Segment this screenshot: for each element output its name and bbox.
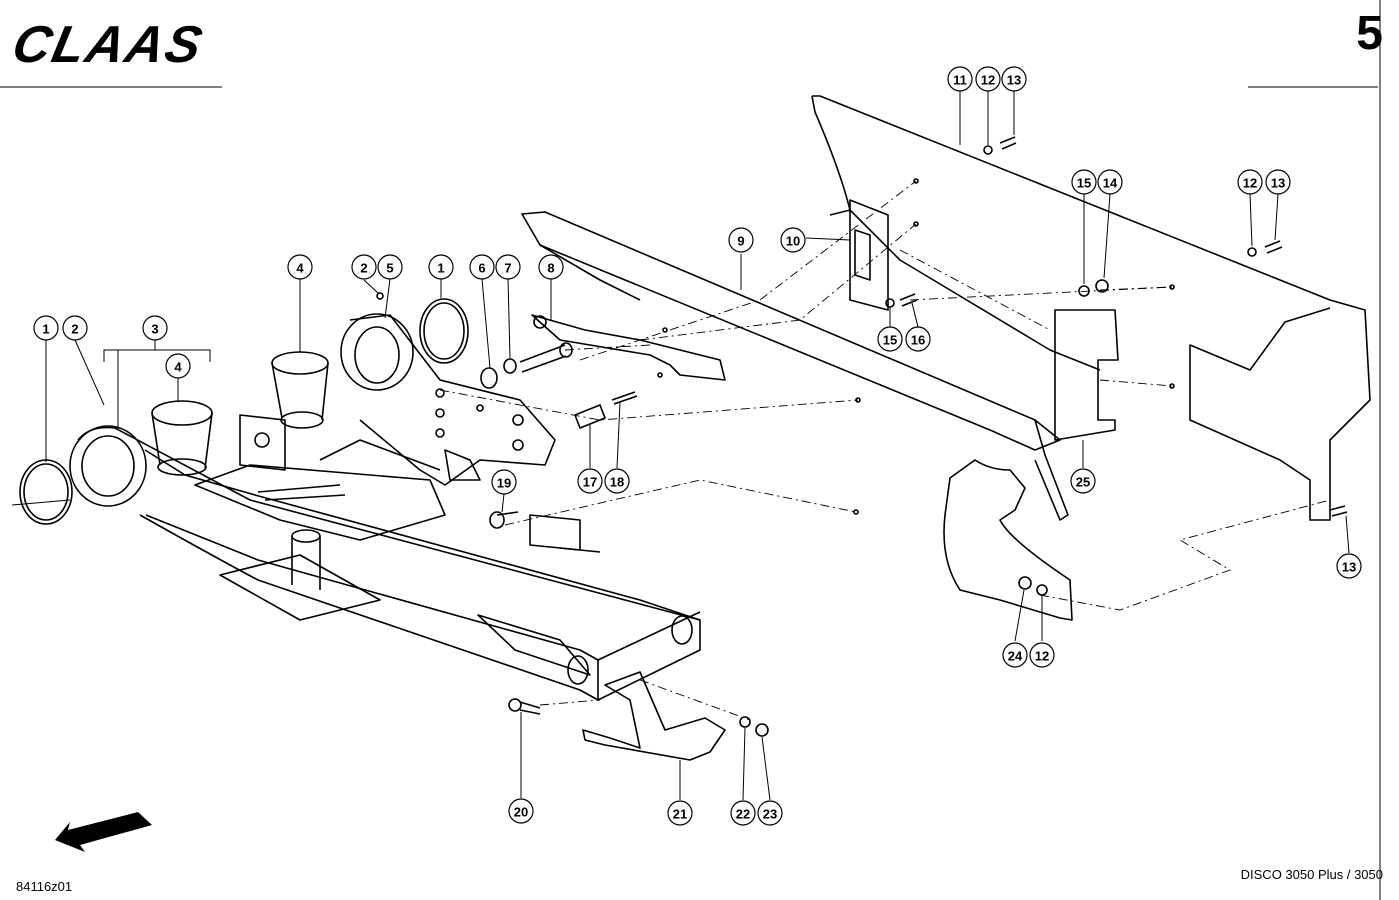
callout-label: 15 bbox=[883, 333, 897, 348]
callout-15: 15 bbox=[877, 326, 903, 352]
callout-19: 19 bbox=[491, 469, 517, 495]
callout-label: 1 bbox=[437, 261, 444, 276]
callout-label: 10 bbox=[786, 234, 800, 249]
callout-label: 6 bbox=[478, 261, 485, 276]
drawing-id: 84116z01 bbox=[16, 879, 73, 894]
callout-7: 7 bbox=[495, 254, 521, 280]
callout-label: 7 bbox=[504, 261, 511, 276]
lower-guard bbox=[943, 459, 1073, 621]
callout-label: 24 bbox=[1008, 649, 1023, 664]
callout-label: 4 bbox=[174, 360, 182, 375]
page-number: 5 bbox=[1356, 7, 1383, 60]
callout-label: 4 bbox=[296, 261, 304, 276]
callout-4: 4 bbox=[165, 353, 191, 379]
callout-21: 21 bbox=[667, 800, 693, 826]
callout-label: 17 bbox=[583, 475, 597, 490]
callout-label: 14 bbox=[1103, 176, 1118, 191]
bracket-plate-10 bbox=[849, 199, 889, 311]
callout-label: 19 bbox=[497, 476, 511, 491]
callout-label: 22 bbox=[736, 807, 750, 822]
callout-label: 13 bbox=[1271, 176, 1285, 191]
callout-label: 21 bbox=[673, 807, 687, 822]
callout-label: 13 bbox=[1342, 560, 1356, 575]
callout-12: 12 bbox=[1237, 169, 1263, 195]
frame-rail bbox=[521, 211, 1069, 521]
o-ring-left bbox=[19, 459, 73, 525]
o-ring-upper bbox=[419, 298, 469, 364]
callout-3: 3 bbox=[142, 315, 168, 341]
callout-25: 25 bbox=[1070, 468, 1096, 494]
callout-label: 5 bbox=[386, 261, 393, 276]
callout-label: 15 bbox=[1077, 176, 1091, 191]
rear-cover bbox=[811, 95, 1371, 521]
callout-16: 16 bbox=[905, 326, 931, 352]
callout-label: 11 bbox=[953, 73, 967, 88]
callout-5: 5 bbox=[377, 254, 403, 280]
callout-6: 6 bbox=[469, 254, 495, 280]
callout-label: 13 bbox=[1007, 73, 1021, 88]
callout-label: 3 bbox=[151, 322, 158, 337]
callout-15: 15 bbox=[1071, 169, 1097, 195]
swing-arm bbox=[69, 414, 701, 701]
leader-lines bbox=[45, 90, 1350, 801]
callout-label: 12 bbox=[981, 73, 995, 88]
callout-label: 18 bbox=[610, 475, 624, 490]
callout-9: 9 bbox=[728, 227, 754, 253]
callout-17: 17 bbox=[577, 468, 603, 494]
callout-20: 20 bbox=[508, 798, 534, 824]
callout-11: 11 bbox=[947, 66, 973, 92]
callout-4: 4 bbox=[287, 254, 313, 280]
callout-23: 23 bbox=[757, 800, 783, 826]
callout-2: 2 bbox=[351, 254, 377, 280]
callout-24: 24 bbox=[1002, 642, 1028, 668]
callout-13: 13 bbox=[1001, 66, 1027, 92]
callout-12: 12 bbox=[975, 66, 1001, 92]
callout-13: 13 bbox=[1265, 169, 1291, 195]
brand-logo: CLAAS bbox=[7, 16, 208, 74]
callout-label: 2 bbox=[360, 261, 367, 276]
callout-label: 8 bbox=[547, 261, 554, 276]
callout-1: 1 bbox=[428, 254, 454, 280]
callout-1: 1 bbox=[33, 315, 59, 341]
callout-label: 2 bbox=[71, 322, 78, 337]
callout-label: 12 bbox=[1243, 176, 1257, 191]
callout-12: 12 bbox=[1029, 642, 1055, 668]
callout-10: 10 bbox=[780, 227, 806, 253]
callout-2: 2 bbox=[62, 315, 88, 341]
pin-hardware bbox=[480, 342, 638, 529]
callout-label: 25 bbox=[1076, 475, 1090, 490]
skid bbox=[582, 671, 726, 761]
callout-label: 16 bbox=[911, 333, 925, 348]
callout-label: 20 bbox=[514, 805, 528, 820]
callout-label: 9 bbox=[737, 234, 744, 249]
callout-14: 14 bbox=[1097, 169, 1123, 195]
callout-label: 23 bbox=[763, 807, 777, 822]
callout-label: 1 bbox=[42, 322, 49, 337]
bushing-upper bbox=[271, 351, 329, 429]
fasteners bbox=[508, 136, 1348, 737]
callout-13: 13 bbox=[1336, 553, 1362, 579]
bearing-bracket bbox=[340, 292, 556, 486]
bracket-plate-25 bbox=[1054, 309, 1119, 441]
direction-arrow bbox=[55, 812, 152, 852]
callout-18: 18 bbox=[604, 468, 630, 494]
alignment-lines bbox=[439, 180, 1331, 721]
bushing-left bbox=[151, 400, 213, 476]
model-name: DISCO 3050 Plus / 3050 bbox=[1240, 867, 1383, 882]
callout-22: 22 bbox=[730, 800, 756, 826]
callout-label: 12 bbox=[1035, 649, 1049, 664]
callout-8: 8 bbox=[538, 254, 564, 280]
